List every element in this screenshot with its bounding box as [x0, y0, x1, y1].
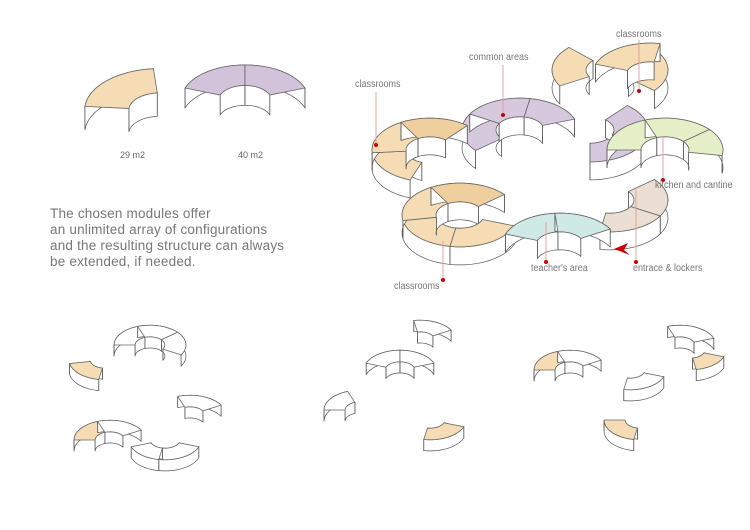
- module-top: [449, 219, 516, 248]
- marker-dot: [637, 89, 641, 93]
- marker-dot: [441, 278, 445, 282]
- module-top: [69, 360, 103, 380]
- module-top: [84, 68, 158, 109]
- label-common-areas: common areas: [469, 52, 529, 63]
- module-top: [423, 422, 465, 441]
- description-line: The chosen modules offer: [50, 206, 211, 221]
- module-top: [130, 442, 163, 460]
- module-side: [447, 201, 479, 226]
- description-text: The chosen modules offer an unlimited ar…: [50, 206, 284, 270]
- module-top: [554, 212, 612, 239]
- module-top: [557, 349, 602, 367]
- module-top: [160, 331, 187, 356]
- school-assembly: [371, 42, 724, 266]
- label-entrance-lockers: entrace & lockers: [633, 263, 703, 274]
- module-29-area: 29 m2: [120, 150, 146, 160]
- marker-dot: [634, 260, 638, 264]
- configuration-variants: [69, 319, 725, 472]
- module-side: [417, 136, 446, 159]
- module-top: [551, 46, 594, 87]
- module-top: [692, 352, 725, 370]
- module-top: [400, 117, 469, 141]
- module-top: [177, 394, 222, 412]
- module-top: [430, 182, 506, 207]
- module-top: [523, 98, 576, 126]
- module-top: [413, 319, 452, 337]
- module-top: [603, 419, 638, 440]
- label-classrooms-left: classrooms: [355, 79, 401, 90]
- module-top: [244, 64, 306, 96]
- label-kitchen-cantine: kitchen and cantine: [655, 180, 733, 191]
- label-leaders: [374, 40, 665, 282]
- module-40-area: 40 m2: [238, 150, 264, 160]
- module-top: [323, 390, 356, 411]
- module-side: [144, 336, 162, 352]
- label-classrooms-top-right: classrooms: [616, 29, 662, 40]
- entrance-arrow-icon: [614, 243, 630, 255]
- label-teachers-area: teacher's area: [531, 263, 588, 274]
- label-classrooms-bottom: classrooms: [394, 281, 440, 292]
- module-top: [623, 372, 665, 391]
- module-types: [84, 64, 306, 132]
- description-line: be extended, if needed.: [50, 254, 196, 269]
- module-side: [656, 136, 684, 161]
- marker-dot: [501, 113, 505, 117]
- module-top: [594, 42, 661, 71]
- module-top: [399, 349, 435, 368]
- description-line: an unlimited array of configurations: [50, 222, 268, 237]
- module-top: [667, 324, 715, 343]
- marker-dot: [661, 178, 665, 182]
- description-line: and the resulting structure can always: [50, 238, 285, 253]
- module-top: [97, 419, 142, 437]
- module-top: [682, 129, 724, 156]
- marker-dot: [374, 143, 378, 147]
- marker-dot: [544, 260, 548, 264]
- module-top: [599, 206, 662, 233]
